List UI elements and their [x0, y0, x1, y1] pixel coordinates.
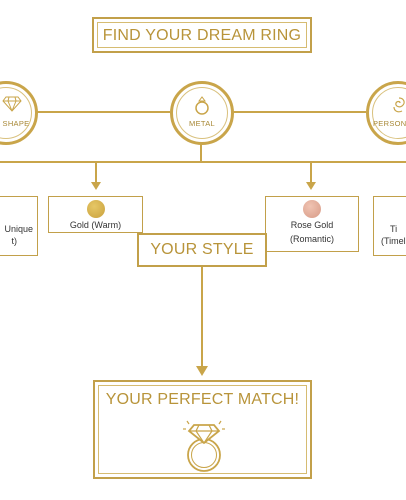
option-timeless-line2: (Timele [381, 236, 406, 246]
option-unique-line2: t) [11, 236, 18, 246]
option-timeless-line1: Ti [390, 224, 398, 234]
node-personality-label: PERSONA [373, 119, 406, 128]
option-unique-line1: Unique [4, 224, 33, 234]
option-rose-gold: Rose Gold (Romantic) [265, 196, 359, 252]
ring-icon [195, 96, 209, 115]
title-box: FIND YOUR DREAM RING [92, 17, 312, 53]
option-unique: Unique t) [0, 196, 38, 256]
diamond-ring-icon [183, 420, 225, 472]
your-style-box: YOUR STYLE [137, 233, 267, 267]
option-timeless: Ti (Timele [373, 196, 406, 256]
diamond-icon [2, 96, 22, 112]
option-gold-label: Gold (Warm) [69, 220, 122, 230]
option-rose-gold-line2: (Romantic) [289, 234, 334, 244]
rose-icon [393, 97, 405, 113]
perfect-match-box: YOUR PERFECT MATCH! [93, 380, 312, 479]
arrow-match [196, 366, 208, 376]
perfect-match-label: YOUR PERFECT MATCH! [105, 391, 300, 408]
node-metal: METAL [170, 81, 234, 145]
rose-gold-swatch [303, 200, 321, 218]
page-title: FIND YOUR DREAM RING [102, 27, 302, 44]
gold-swatch [87, 200, 105, 218]
arrow-rose-gold [306, 182, 316, 190]
option-rose-gold-line1: Rose Gold [290, 220, 334, 230]
your-style-label: YOUR STYLE [150, 241, 254, 258]
node-shape-label: SHAPE [2, 119, 30, 128]
node-metal-label: METAL [189, 119, 215, 128]
arrow-gold [91, 182, 101, 190]
option-gold: Gold (Warm) [48, 196, 143, 233]
